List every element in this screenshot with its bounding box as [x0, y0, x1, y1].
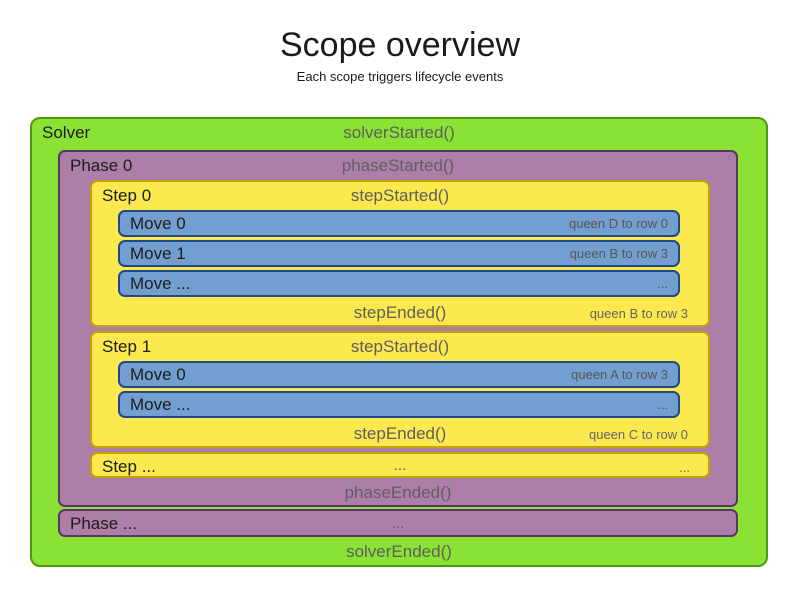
- step-1-header: Step 1 stepStarted(): [92, 337, 708, 357]
- move-label: Move 0: [130, 213, 186, 233]
- move-row: Move 0 queen A to row 3: [118, 361, 680, 388]
- move-annotation: queen A to row 3: [571, 367, 668, 382]
- step-1-footer: stepEnded() queen C to row 0: [92, 423, 708, 443]
- step-0-scope-box: Step 0 stepStarted() Move 0 queen D to r…: [90, 180, 710, 327]
- step-ellipsis-label: Step ...: [102, 457, 156, 476]
- solver-footer: solverEnded(): [32, 541, 766, 561]
- phase-ellipsis-center: ...: [391, 515, 405, 532]
- move-label: Move 1: [130, 243, 186, 263]
- move-label: Move ...: [130, 394, 191, 414]
- move-annotation: ...: [657, 397, 668, 412]
- step-ellipsis-center: ...: [393, 457, 407, 474]
- step-ellipsis-box: Step ... ... ...: [90, 452, 710, 478]
- step-0-ended-annotation: queen B to row 3: [589, 306, 688, 321]
- move-label: Move 0: [130, 364, 186, 384]
- step-ellipsis-right: ...: [679, 460, 690, 475]
- solver-label: Solver: [42, 123, 91, 142]
- step-0-header: Step 0 stepStarted(): [92, 186, 708, 206]
- step-1-label: Step 1: [102, 337, 152, 356]
- solver-ended-event: solverEnded(): [346, 542, 452, 561]
- phase-ended-event: phaseEnded(): [344, 483, 452, 502]
- phase-0-header: Phase 0 phaseStarted(): [60, 156, 736, 176]
- step-1-ended-event: stepEnded(): [353, 424, 447, 443]
- step-0-label: Step 0: [102, 186, 152, 205]
- step-0-ended-event: stepEnded(): [353, 303, 447, 322]
- move-annotation: ...: [657, 276, 668, 291]
- phase-ellipsis-label: Phase ...: [70, 514, 138, 533]
- move-row: Move 0 queen D to row 0: [118, 210, 680, 237]
- phase-0-scope-box: Phase 0 phaseStarted() Step 0 stepStarte…: [58, 150, 738, 507]
- move-row: Move 1 queen B to row 3: [118, 240, 680, 267]
- page-subtitle: Each scope triggers lifecycle events: [296, 69, 504, 84]
- step-0-footer: stepEnded() queen B to row 3: [92, 302, 708, 322]
- phase-0-footer: phaseEnded(): [60, 482, 736, 502]
- move-row: Move ... ...: [118, 270, 680, 297]
- phase-ellipsis-box: Phase ... ...: [58, 509, 738, 537]
- step-1-scope-box: Step 1 stepStarted() Move 0 queen A to r…: [90, 331, 710, 448]
- move-row: Move ... ...: [118, 391, 680, 418]
- solver-scope-box: Solver solverStarted() Phase 0 phaseStar…: [30, 117, 768, 567]
- step-1-ended-annotation: queen C to row 0: [588, 427, 688, 442]
- phase-started-event: phaseStarted(): [341, 156, 455, 175]
- solver-header: Solver solverStarted(): [32, 123, 766, 143]
- phase-0-label: Phase 0: [70, 156, 133, 175]
- move-label: Move ...: [130, 273, 191, 293]
- move-annotation: queen B to row 3: [569, 246, 668, 261]
- move-annotation: queen D to row 0: [568, 216, 668, 231]
- step-1-started-event: stepStarted(): [350, 337, 450, 356]
- page-title: Scope overview: [279, 26, 520, 64]
- step-0-started-event: stepStarted(): [350, 186, 450, 205]
- solver-started-event: solverStarted(): [343, 123, 455, 142]
